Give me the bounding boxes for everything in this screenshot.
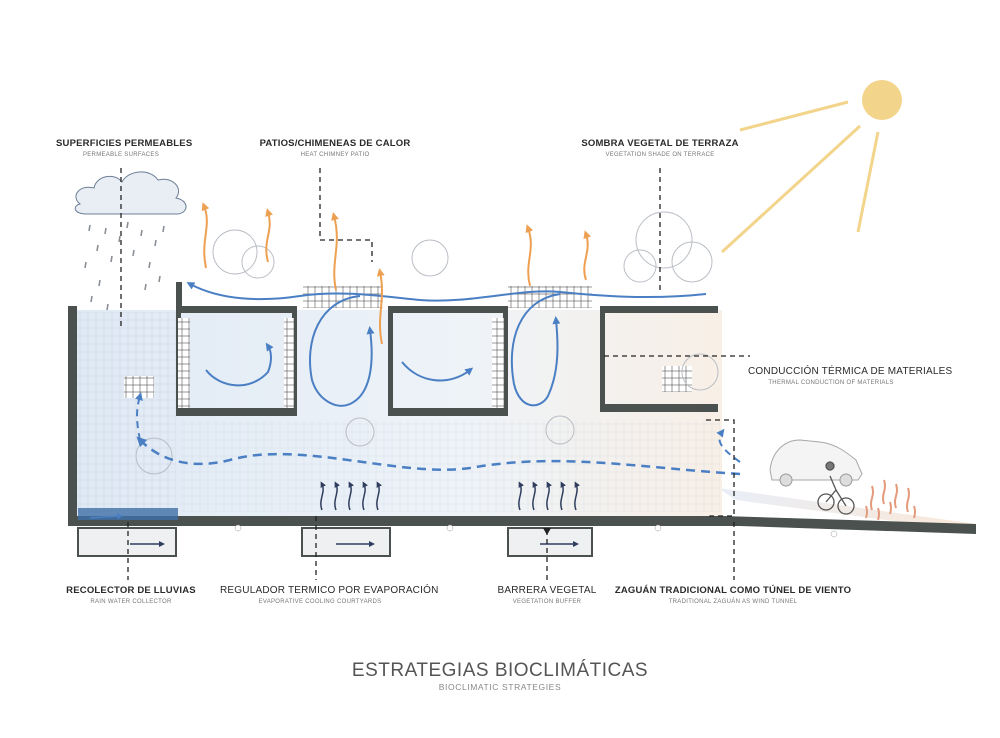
label-zaguan-wind-tunnel: ZAGUÁN TRADICIONAL COMO TÚNEL DE VIENTO … [610,585,856,605]
wall [503,306,508,416]
car-icon [769,439,863,481]
airflow-arrows [89,282,741,520]
heat-waves [865,479,916,521]
slab-lights [234,524,838,538]
label-title: BARRERA VEGETAL [497,585,597,596]
label-subtitle: TRADITIONAL ZAGUÁN AS WIND TUNNEL [668,599,798,605]
parapet [176,282,182,308]
label-title: RECOLECTOR DE LLUVIAS [66,585,196,596]
roof-slab [600,306,718,313]
label-thermal-conduction: CONDUCCIÓN TÉRMICA DE MATERIALES THERMAL… [748,366,953,386]
label-title: ZAGUÁN TRADICIONAL COMO TÚNEL DE VIENTO [614,585,852,596]
wind-tunnel-flow [136,436,741,476]
label-subtitle: EVAPORATIVE COOLING COURTYARDS [258,599,382,605]
basin-flow [89,513,123,520]
label-subtitle: VEGETATION SHADE ON TERRACE [605,152,715,158]
label-rain-collector: RECOLECTOR DE LLUVIAS RAIN WATER COLLECT… [66,585,196,605]
roof-slab [388,306,508,313]
rain-cloud [74,171,187,311]
cyclist-icon [817,461,855,515]
underground-tank [301,527,391,557]
tiled-floor [180,420,720,512]
tiled-wall [76,312,176,512]
facade-screen [492,318,504,408]
label-subtitle: THERMAL CONDUCTION OF MATERIALS [768,380,894,386]
figure-title-block: ESTRATEGIAS BIOCLIMÁTICAS BIOCLIMATIC ST… [0,660,1000,692]
label-permeable-surfaces: SUPERFICIES PERMEABLES PERMEABLE SURFACE… [56,138,193,158]
label-title: SOMBRA VEGETAL DE TERRAZA [581,138,739,149]
car-wheel [839,473,853,487]
underground-tank [507,527,593,557]
facade-screen [124,376,154,398]
roof-screen [303,286,383,308]
label-evaporative-cooling: REGULADOR TERMICO POR EVAPORACIÓN EVAPOR… [220,585,439,605]
figure-title: ESTRATEGIAS BIOCLIMÁTICAS [351,660,649,681]
upper-slab [600,404,718,412]
label-subtitle: PERMEABLE SURFACES [82,152,160,158]
wall [600,306,605,412]
roof-flow [186,282,707,302]
evaporative-arrows [320,481,581,511]
facade-screen [284,318,294,408]
facade-screen [178,318,190,408]
cloud-icon [74,171,187,215]
figure-subtitle: BIOCLIMATIC STRATEGIES [438,682,562,692]
rain-drops [84,221,165,311]
label-subtitle: VEGETATION BUFFER [512,599,582,605]
sun-icon [862,80,902,120]
label-vegetation-buffer: BARRERA VEGETAL VEGETATION BUFFER [480,585,614,605]
leader-chimney [319,168,373,262]
underground-tank [77,527,177,557]
leader-lines [120,168,750,580]
car-wheel [779,473,793,487]
facade-screen [662,366,692,392]
roof-slab [176,306,296,313]
leader-zaguan [706,419,735,518]
street-flow [716,428,741,463]
label-title: PATIOS/CHIMENEAS DE CALOR [259,138,411,149]
label-title: REGULADOR TERMICO POR EVAPORACIÓN [220,585,439,596]
leader-arrowhead [543,528,551,535]
street [718,439,976,532]
patio-loop [510,293,561,407]
patio-loop [309,295,375,407]
street-surface [718,488,976,532]
sun-group [720,80,902,254]
label-title: SUPERFICIES PERMEABLES [56,138,193,149]
rain-flow [135,392,143,441]
label-heat-chimney: PATIOS/CHIMENEAS DE CALOR HEAT CHIMNEY P… [250,138,420,158]
sun-ray [720,124,862,254]
upper-slab [176,408,296,416]
ground-slab [68,516,976,534]
label-subtitle: HEAT CHIMNEY PATIO [300,152,370,158]
label-vegetation-shade: SOMBRA VEGETAL DE TERRAZA VEGETATION SHA… [580,138,740,158]
label-title: CONDUCCIÓN TÉRMICA DE MATERIALES [748,366,953,377]
sun-ray [856,131,880,233]
roof-vegetation [135,211,719,475]
upper-slab [388,408,508,416]
wall [292,306,297,416]
room-loop [401,361,474,382]
heat-arrows [201,202,592,345]
room-loop [205,342,274,387]
wall [388,306,393,416]
boundary-wall [68,306,77,518]
sun-ray [739,100,849,132]
label-subtitle: RAIN WATER COLLECTOR [90,599,172,605]
